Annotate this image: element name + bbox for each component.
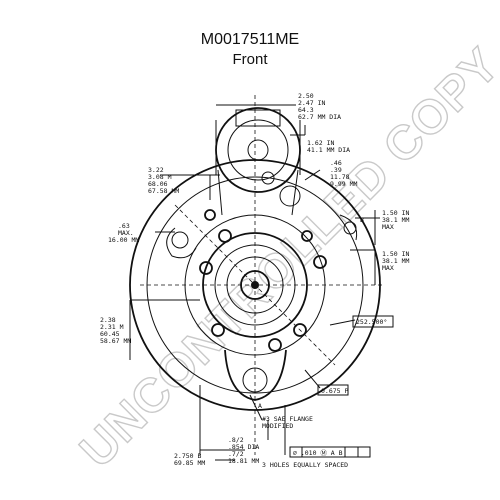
solenoid-outer — [215, 107, 301, 193]
dim-left-max-2: MAX. — [118, 229, 134, 237]
angle-box-text: 252.500° — [356, 318, 387, 326]
solenoid-terminal — [247, 139, 269, 161]
bolt-hole — [268, 338, 282, 352]
dim-left-lower-4: 58.67 MM — [100, 337, 131, 345]
holes-note: 3 HOLES EQUALLY SPACED — [262, 461, 348, 469]
bolt-hole — [199, 261, 213, 275]
solenoid-inner — [227, 119, 289, 181]
dim-bottom-mid-1: .8/2 — [228, 436, 244, 444]
view-label: Front — [232, 51, 268, 68]
small-dim-box-text: 0.675 P — [321, 387, 348, 395]
bolt-hole — [211, 323, 225, 337]
dim-bottom-mid-4: 18.81 MM — [228, 457, 259, 465]
dim-left-lower-1: 2.38 — [100, 316, 116, 324]
solenoid-cap — [235, 109, 281, 127]
bolt-hole — [218, 229, 232, 243]
terminal-stud — [279, 185, 301, 207]
dim-right-150a-3: MAX — [382, 223, 394, 231]
dim-right-150b-1: 1.50 IN — [382, 250, 409, 258]
dim-left-upper-4: 67.58 MM — [148, 187, 179, 195]
dim-small-right-1: .46 — [330, 159, 342, 167]
center-lines — [140, 95, 385, 455]
dimension-texts: 2.50 2.47 IN 64.3 62.7 MM DIA 1.62 IN 41… — [100, 92, 409, 469]
bolt-hole — [204, 209, 216, 221]
dim-left-lower-2: 2.31 M — [100, 323, 124, 331]
dim-mid-right-2: 41.1 MM DIA — [307, 146, 350, 154]
dim-top-dia-4: 62.7 MM DIA — [298, 113, 341, 121]
drawing-header: M0017511ME Front — [0, 30, 500, 70]
dim-bottom-mid-3: .7/2 — [228, 450, 244, 458]
angle-box — [352, 315, 394, 328]
dim-left-upper-2: 3.08 M — [148, 173, 172, 181]
dim-mid-right-1: 1.62 IN — [307, 139, 334, 147]
flange-note-1: #3 SAE FLANGE — [262, 415, 313, 423]
dim-left-lower-3: 60.45 — [100, 330, 120, 338]
dim-right-150b-2: 38.1 MM — [382, 257, 409, 265]
dim-small-right-4: 9.99 MM — [330, 180, 357, 188]
dim-bottom-mid-2: .854 DIA — [228, 443, 259, 451]
bolt-hole — [313, 255, 327, 269]
solenoid — [215, 107, 301, 216]
tolerance-text: ⌀ .010 Ⓜ A B — [293, 449, 343, 457]
tolerance-frame — [289, 446, 371, 458]
dim-right-150a-1: 1.50 IN — [382, 209, 409, 217]
dim-bottom-left-1: 2.750 B — [174, 452, 201, 460]
flange-note-2: MODIFIED — [262, 422, 293, 430]
datum-a: A — [258, 402, 262, 410]
small-dim-box — [317, 384, 349, 396]
dimension-lines — [129, 104, 380, 461]
dim-top-dia-2: 2.47 IN — [298, 99, 325, 107]
left-ear — [166, 227, 197, 259]
dim-left-upper-1: 3.22 — [148, 166, 164, 174]
dim-right-150a-2: 38.1 MM — [382, 216, 409, 224]
dim-left-max-1: .63 — [118, 222, 130, 230]
datum-b: B — [360, 216, 364, 224]
dim-left-upper-3: 68.06 — [148, 180, 168, 188]
dim-small-right-2: .39 — [330, 166, 342, 174]
bolt-hole — [301, 230, 313, 242]
dim-bottom-left-2: 69.85 MM — [174, 459, 205, 467]
dim-top-dia-1: 2.50 — [298, 92, 314, 100]
bolt-hole — [293, 323, 307, 337]
dim-right-150b-3: MAX — [382, 264, 394, 272]
small-terminal — [261, 171, 275, 185]
dim-left-max-3: 16.00 MM — [108, 236, 139, 244]
right-ear — [339, 214, 358, 241]
bolt-holes — [199, 209, 327, 352]
dim-top-dia-3: 64.3 — [298, 106, 314, 114]
dim-small-right-3: 11.78 — [330, 173, 350, 181]
left-ear-hole — [171, 231, 189, 249]
part-number-title: M0017511ME — [200, 31, 300, 48]
right-ear-hole — [343, 221, 357, 235]
solenoid-body-sides — [217, 169, 299, 216]
